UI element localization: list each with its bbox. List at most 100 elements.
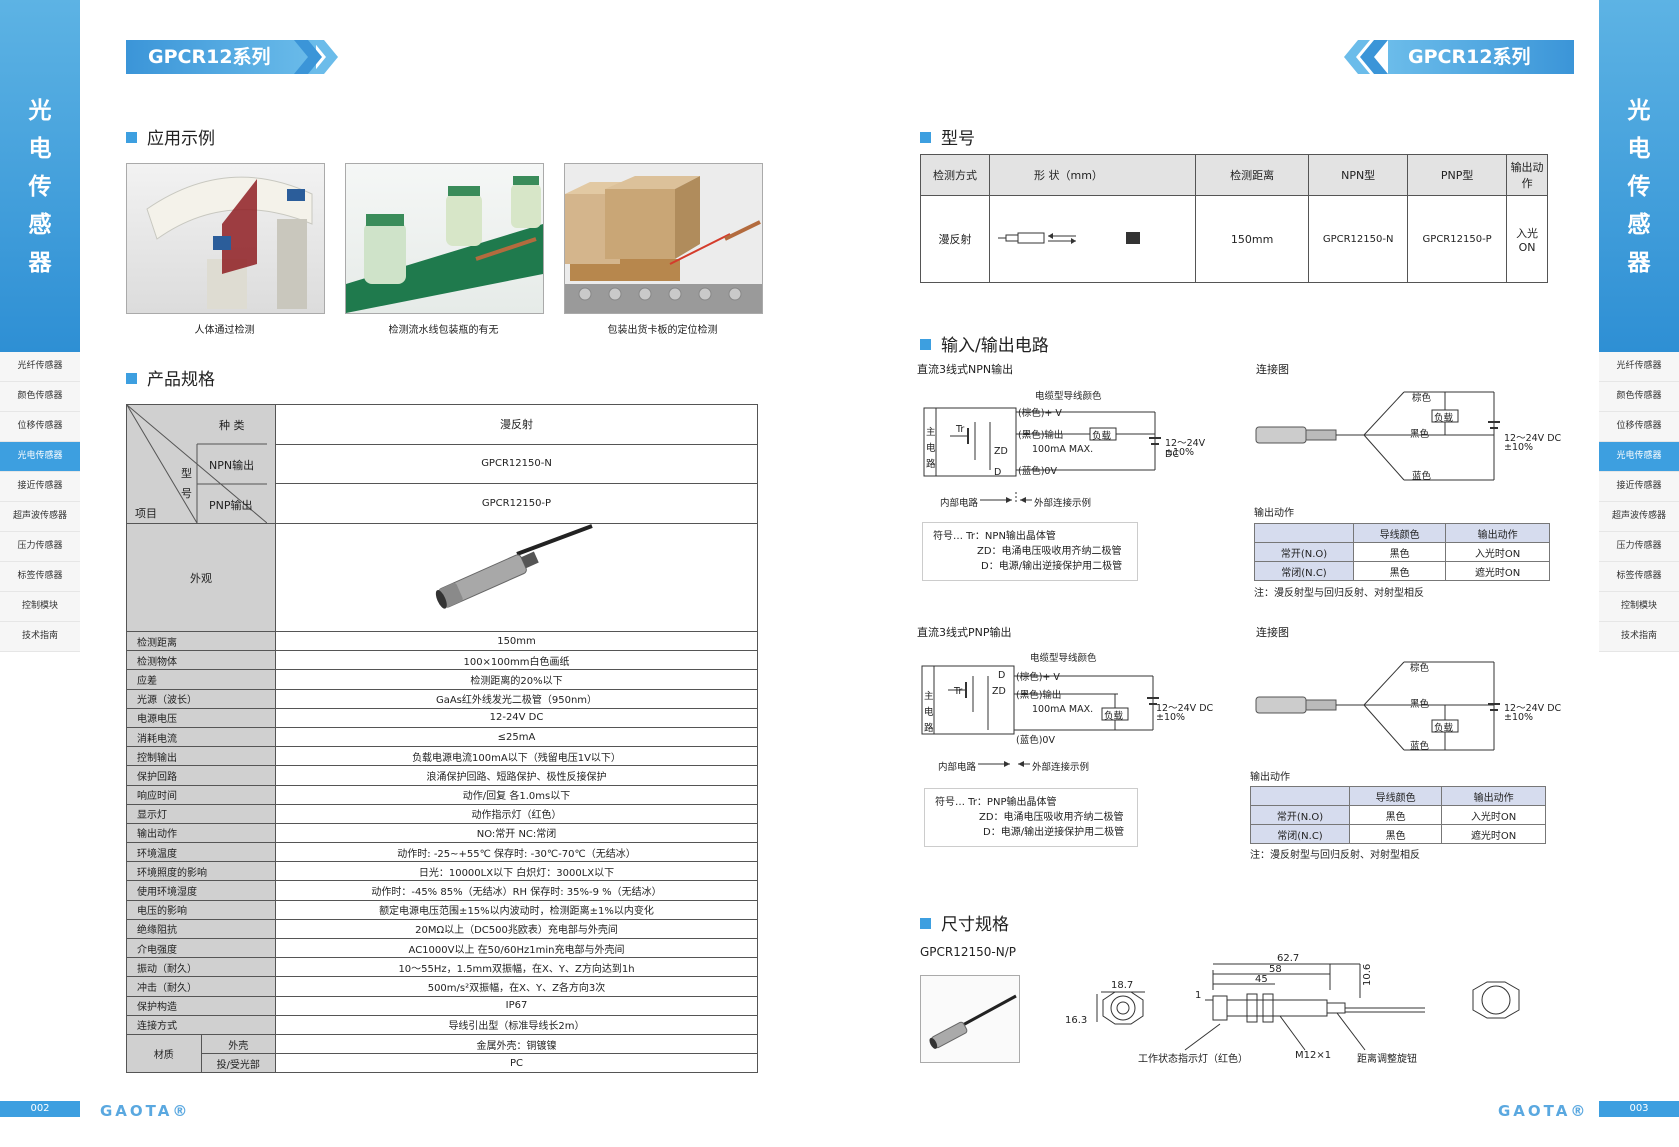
spec-appearance-label: 外观 [126, 523, 276, 632]
nav-item-ultrasonic[interactable]: 超声波传感器 [0, 502, 80, 532]
right-side-nav: 光纤传感器 颜色传感器 位移传感器 光电传感器 接近传感器 超声波传感器 压力传… [1599, 352, 1679, 652]
spec-row: 冲击（耐久）500m/s²双振幅，在X、Y、Z各方向3次 [126, 976, 758, 997]
spec-npn-value: GPCR12150-N [275, 443, 758, 485]
model-table: 检测方式 形 状（mm） 检测距离 NPN型 PNP型 输出动作 漫反射 150… [920, 154, 1548, 283]
nav-item-guide[interactable]: 技术指南 [1599, 622, 1679, 652]
spec-corner-cell: 种 类 型 号 NPN输出 PNP输出 项目 [126, 404, 276, 524]
model-header-row: 检测方式 形 状（mm） 检测距离 NPN型 PNP型 输出动作 [920, 154, 1548, 196]
section-title-spec: 产品规格 [126, 365, 215, 390]
bottles-illustration [346, 176, 543, 313]
sensor-product-image [435, 524, 593, 609]
spec-table: 种 类 型 号 NPN输出 PNP输出 项目 漫反射 GPCR12150-N G… [126, 404, 758, 1074]
target-square-icon [1126, 231, 1140, 244]
model-body-row: 漫反射 150mm GPCR12150-N GPCR12150-P 入光ON [920, 195, 1548, 283]
spec-row: 控制输出负载电源电流100mA以下（残留电压1V以下） [126, 746, 758, 767]
nav-item-photoelectric[interactable]: 光电传感器 [0, 442, 80, 472]
nav-item-label[interactable]: 标签传感器 [1599, 562, 1679, 592]
spec-row: 显示灯动作指示灯（红色） [126, 803, 758, 824]
nav-item-proximity[interactable]: 接近传感器 [1599, 472, 1679, 502]
left-side-title: 光 电 传 感 器 [28, 98, 52, 276]
nav-item-proximity[interactable]: 接近传感器 [0, 472, 80, 502]
spec-material-label: 材质 [126, 1033, 202, 1074]
spec-kind-value: 漫反射 [275, 404, 758, 445]
spec-npn-row: GPCR12150-N [127, 443, 758, 485]
pnp-output-table: 导线颜色 输出动作 常开(N.O) 黑色 入光时ON 常闭(N.C) 黑色 遮光… [1250, 786, 1546, 844]
logo-left: GAOTA® [100, 1102, 191, 1120]
nav-item-color[interactable]: 颜色传感器 [0, 382, 80, 412]
npn-connection-diagram: 棕色 黑色 蓝色 负载 12～24V DC ±10% [1254, 382, 1574, 492]
spec-row: 使用环境湿度动作时：-45% 85%（无结冰）RH 保存时: 35%-9 %（无… [126, 880, 758, 901]
spec-row: 环境温度动作时: -25~+55℃ 保存时: -30℃-70℃（无结冰） [126, 842, 758, 863]
spec-row: 消耗电流≤25mA [126, 726, 758, 748]
app-caption-2: 检测流水线包装瓶的有无 [388, 325, 499, 336]
section-title-io: 输入/输出电路 [920, 331, 1049, 356]
left-side-nav: 光纤传感器 颜色传感器 位移传感器 光电传感器 接近传感器 超声波传感器 压力传… [0, 352, 80, 652]
nav-item-fiber[interactable]: 光纤传感器 [0, 352, 80, 382]
chevron-left-icon [1344, 40, 1388, 74]
bullet-square-icon [920, 918, 931, 929]
bullet-square-icon [126, 373, 137, 384]
nav-item-photoelectric[interactable]: 光电传感器 [1599, 442, 1679, 472]
series-title-left: GPCR12系列 [126, 40, 316, 74]
npn-connect-title: 连接图 [1256, 363, 1289, 376]
dim-product-photo [920, 975, 1020, 1063]
npn-circuit-diagram: 电缆型导线颜色 (棕色)+ V (黑色)输出 (蓝色)0V 负载 100mA M… [923, 391, 1206, 509]
spec-pnp-value: GPCR12150-P [275, 483, 758, 524]
nav-item-ultrasonic[interactable]: 超声波传感器 [1599, 502, 1679, 532]
nav-item-control[interactable]: 控制模块 [1599, 592, 1679, 622]
pnp-output-note: 注：漫反射型与回归反射、对射型相反 [1250, 850, 1420, 861]
spec-header-kind-row: 种 类 型 号 NPN输出 PNP输出 项目 漫反射 [126, 404, 758, 524]
right-side-header: 光 电 传 感 器 [1599, 0, 1679, 352]
gate-illustration [146, 176, 313, 309]
dim-model-label: GPCR12150-N/P [920, 945, 1017, 959]
nav-item-pressure[interactable]: 压力传感器 [1599, 532, 1679, 562]
page-number-right: 003 [1599, 1101, 1679, 1117]
table-row: 常开(N.O) 黑色 入光时ON [1254, 542, 1550, 562]
spec-material-row: 材质 外壳 金属外壳：铜镀镍 [126, 1033, 758, 1074]
app-caption-1: 人体通过检测 [194, 325, 255, 336]
series-title-right: GPCR12系列 [1388, 40, 1574, 74]
nav-item-displacement[interactable]: 位移传感器 [0, 412, 80, 442]
table-row: 常闭(N.C) 黑色 遮光时ON [1254, 561, 1550, 581]
app-photo-bottles [345, 163, 544, 314]
pnp-circuit-title: 直流3线式PNP输出 [917, 626, 1012, 639]
nav-item-control[interactable]: 控制模块 [0, 592, 80, 622]
bullet-square-icon [920, 339, 931, 350]
app-photo-pallet [564, 163, 763, 314]
app-photo-gate [126, 163, 325, 314]
pnp-legend: 符号… Tr：PNP输出晶体管 ZD：电涌电压吸收用齐纳二极管 D：电源/输出逆… [924, 788, 1138, 847]
section-title-app: 应用示例 [126, 124, 215, 149]
nav-item-displacement[interactable]: 位移传感器 [1599, 412, 1679, 442]
nav-item-label[interactable]: 标签传感器 [0, 562, 80, 592]
nav-item-fiber[interactable]: 光纤传感器 [1599, 352, 1679, 382]
spec-row: 响应时间动作/回复 各1.0ms以下 [126, 784, 758, 805]
chevron-right-icon [294, 40, 338, 74]
nav-item-guide[interactable]: 技术指南 [0, 622, 80, 652]
pnp-connect-title: 连接图 [1256, 626, 1289, 639]
nav-item-pressure[interactable]: 压力传感器 [0, 532, 80, 562]
npn-legend: 符号… Tr：NPN输出晶体管 ZD：电涌电压吸收用齐纳二极管 D：电源/输出逆… [922, 522, 1138, 581]
table-row: 常闭(N.C) 黑色 遮光时ON [1250, 824, 1546, 844]
spec-row: 光源（波长）GaAs红外线发光二极管（950nm） [126, 688, 758, 709]
model-target-icon [1102, 195, 1197, 283]
spec-material-row: 投/受光部 PC [127, 1053, 758, 1074]
spec-row: 电压的影响额定电源电压范围±15%以内波动时，检测距离±1%以内变化 [126, 899, 758, 920]
spec-appearance-row: 外观 [126, 523, 758, 632]
left-sidebar: 光 电 传 感 器 光纤传感器 颜色传感器 位移传感器 光电传感器 接近传感器 … [0, 0, 80, 1147]
nav-item-color[interactable]: 颜色传感器 [1599, 382, 1679, 412]
pnp-circuit-diagram: 电缆型导线颜色 (棕色)+ V (黑色)输出 (蓝色)0V 负载 100mA M… [921, 653, 1214, 773]
sensor-shape-icon [998, 232, 1076, 244]
model-shape-icon [989, 195, 1102, 283]
spec-row: 环境照度的影响日光：10000LX以下 白炽灯：3000LX以下 [126, 861, 758, 882]
section-title-model: 型号 [920, 124, 975, 149]
npn-output-title: 输出动作 [1254, 508, 1294, 519]
app-caption-3: 包装出货卡板的定位检测 [607, 325, 718, 336]
pnp-connection-diagram: 棕色 黑色 蓝色 负载 12～24V DC ±10% [1254, 652, 1574, 762]
bullet-square-icon [126, 132, 137, 143]
